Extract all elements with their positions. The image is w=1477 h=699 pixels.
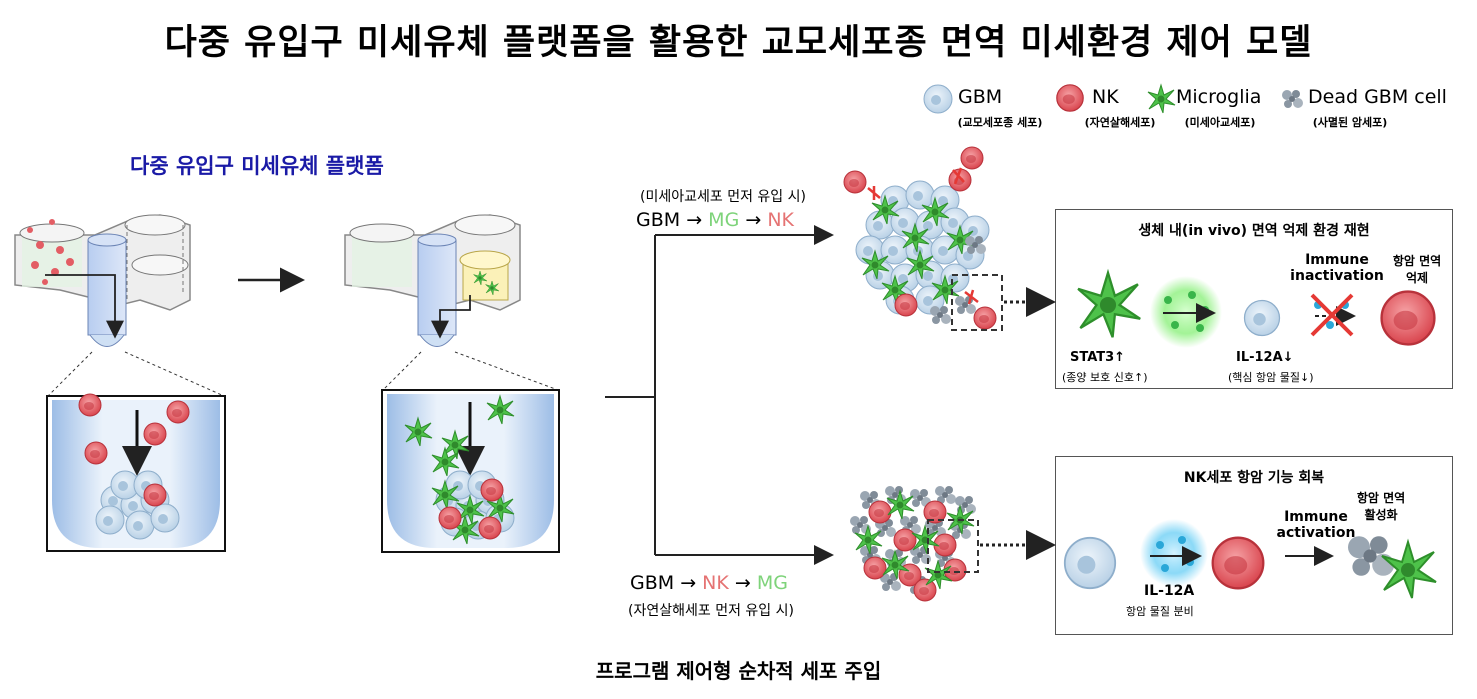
seq-mg: MG [708, 209, 740, 231]
legend-label-gbm: GBM [958, 86, 1003, 108]
legend-sub-dead-gbm: (사멸된 암세포) [1312, 116, 1388, 129]
bottom-branch-note: (자연살해세포 먼저 유입 시) [628, 603, 794, 619]
il12a-sub-label: 항암 물질 분비 [1126, 605, 1194, 618]
seq-mg: MG [756, 572, 788, 594]
il12a-down-sub-label: (핵심 항암 물질↓) [1228, 371, 1314, 384]
top-branch-sequence: GBM → MG → NK [636, 209, 794, 231]
seq-nk: NK [702, 572, 729, 594]
activation-label: 항암 면역 활성화 [1356, 491, 1406, 522]
microfluidic-device-1 [14, 214, 191, 347]
il12a-down-label: IL-12A↓ [1236, 350, 1294, 365]
il12a-label: IL-12A [1144, 583, 1195, 599]
top-cell-cluster [843, 146, 1003, 331]
legend-sub-nk: (자연살해세포) [1084, 116, 1156, 129]
seq-arrow: → [745, 209, 762, 231]
bottom-cell-cluster [850, 486, 979, 602]
seq-arrow: → [686, 209, 703, 231]
page-title: 다중 유입구 미세유체 플랫폼을 활용한 교모세포종 면역 미세환경 제어 모델 [164, 23, 1313, 63]
seq-nk: NK [767, 209, 794, 231]
immune-inactivation-label: Immune inactivation [1290, 252, 1384, 284]
bottom-branch-sequence: GBM → NK → MG [630, 572, 788, 594]
well-2 [381, 389, 560, 553]
platform-label: 다중 유입구 미세유체 플랫폼 [130, 154, 384, 178]
bottom-caption: 프로그램 제어형 순차적 세포 주입 [595, 659, 882, 683]
stat3-label: STAT3↑ [1070, 350, 1126, 365]
microfluidic-device-2 [344, 214, 521, 347]
seq-gbm: GBM [630, 572, 675, 594]
well-1 [46, 393, 226, 552]
top-branch-note: (미세아교세포 먼저 유입 시) [640, 189, 806, 205]
immune-suppression-box: 생체 내(in vivo) 면역 억제 환경 재현 STAT3↑ (종양 보호 … [1055, 209, 1453, 389]
stat3-sub-label: (종양 보호 신호↑) [1062, 371, 1148, 384]
suppression-label: 항암 면역 억제 [1392, 254, 1442, 285]
legend-sub-microglia: (미세아교세포) [1184, 116, 1256, 129]
immune-activation-label: Immune activation [1276, 509, 1356, 541]
seq-gbm: GBM [636, 209, 681, 231]
legend-sub-gbm: (교모세포종 세포) [957, 116, 1043, 129]
seq-arrow: → [734, 572, 751, 594]
legend-label-microglia: Microglia [1176, 86, 1262, 108]
immune-suppression-box-title: 생체 내(in vivo) 면역 억제 환경 재현 [1138, 223, 1370, 239]
nk-recovery-box-title: NK세포 항암 기능 회복 [1183, 470, 1325, 486]
legend-label-nk: NK [1092, 86, 1119, 108]
nk-recovery-box: NK세포 항암 기능 회복 IL-12A 항암 물질 분비 Immune act… [1055, 456, 1453, 635]
legend-label-dead-gbm: Dead GBM cell [1308, 86, 1447, 108]
seq-arrow: → [680, 572, 697, 594]
legend: GBM (교모세포종 세포) NK (자연살해세포) Microglia (미세… [920, 84, 1470, 129]
